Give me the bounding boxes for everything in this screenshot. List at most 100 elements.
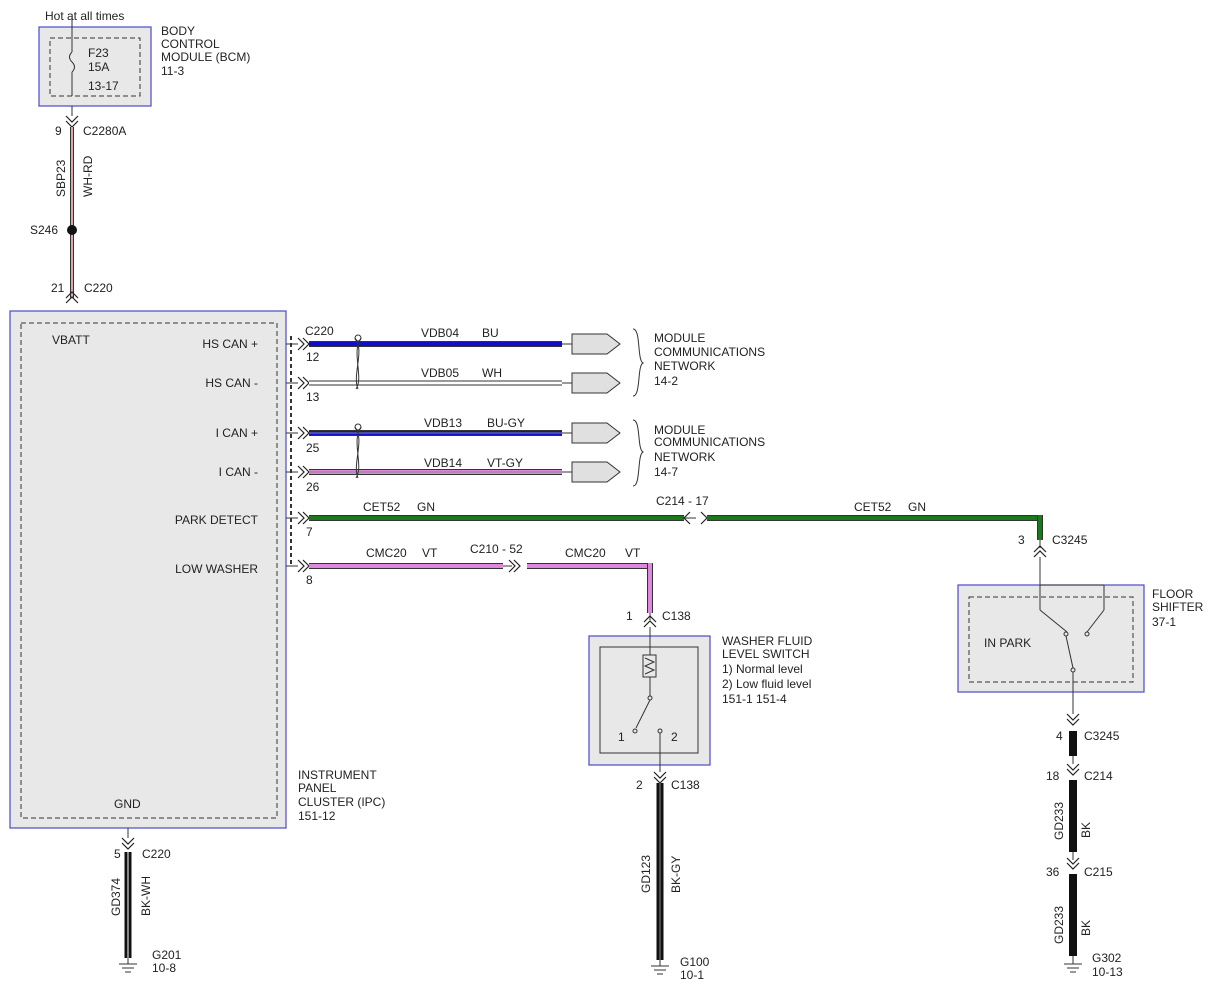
- ipc-gnd-connector: C220: [142, 847, 171, 861]
- switch-note-1: 1) Normal level: [722, 662, 803, 676]
- washer-inline-connector: C210 - 52: [470, 542, 523, 556]
- switch-in-pin: 1: [626, 609, 633, 623]
- bcm-inner: [49, 37, 141, 97]
- shifter-contact-icon: [1039, 609, 1068, 633]
- shifter-out-connector: C3245: [1084, 729, 1120, 743]
- park-wire-color: GN: [417, 500, 435, 514]
- pin-number: 7: [306, 525, 313, 539]
- connector-arrow-icon: [65, 115, 79, 123]
- can-wires: VDB04 BU VDB05 WH VDB13 BU-GY VDB14 VT-G…: [309, 326, 765, 487]
- can-wire-color: WH: [482, 366, 502, 380]
- ipc-c220-connector: C220 12 13 25 26 7 8: [286, 324, 334, 587]
- pin-number: 25: [306, 441, 320, 455]
- ground-ref: 10-13: [1092, 965, 1123, 979]
- can-wire-color: BU: [482, 326, 499, 340]
- ipc-top-pin: 21: [51, 281, 65, 295]
- bcm-title-3: MODULE (BCM): [161, 50, 250, 64]
- switch-gnd-color: BK-GY: [669, 856, 683, 893]
- twisted-pair-icon: [354, 337, 362, 390]
- ipc-title-1: INSTRUMENT: [298, 768, 377, 782]
- connector-arrow-icon: [297, 376, 305, 390]
- ground-id: G302: [1092, 951, 1122, 965]
- ipc-box: [9, 310, 287, 829]
- switch-ref: 151-1 151-4: [722, 692, 787, 706]
- shifter-out-pin: 4: [1056, 729, 1063, 743]
- pin-number: 12: [306, 350, 320, 364]
- network-ref: 14-2: [654, 374, 678, 388]
- shifter-in-connector: C3245: [1052, 533, 1088, 547]
- switch-pos-2: 2: [671, 730, 678, 744]
- ground-id: G100: [680, 955, 710, 969]
- switch-pos-1: 1: [618, 730, 625, 744]
- can-wire-circuit: VDB13: [424, 416, 462, 430]
- switch-in-connector: C138: [662, 609, 691, 623]
- splice-dot: [67, 225, 77, 235]
- ipc-inner: [20, 322, 278, 819]
- shifter-title-2: SHIFTER: [1152, 600, 1204, 614]
- bcm-title-1: BODY: [161, 24, 195, 38]
- fuse-rating: 15A: [88, 60, 109, 74]
- network-title: NETWORK: [654, 450, 715, 464]
- ipc-ground: 5 C220 GD374 BK-WH G201 10-8: [109, 828, 182, 975]
- pin-number: 26: [306, 480, 320, 494]
- ipc-gnd: GND: [114, 797, 141, 811]
- ipc-title-2: PANEL: [298, 781, 337, 795]
- splice-id: S246: [30, 223, 58, 237]
- power-label: Hot at all times: [45, 9, 124, 23]
- ground-icon: [651, 965, 669, 975]
- network-connector: [571, 461, 621, 483]
- shifter-c215-pin: 36: [1046, 865, 1060, 879]
- network-connector: [571, 422, 621, 444]
- washer-switch-inner: [599, 646, 699, 754]
- bcm-wire-circuit: SBP23: [54, 159, 68, 197]
- ipc-title-3: CLUSTER (IPC): [298, 795, 385, 809]
- fuse-ref: 13-17: [88, 79, 119, 93]
- ipc-pin-label: LOW WASHER: [175, 562, 258, 576]
- switch-out-pin: 2: [636, 778, 643, 792]
- connector-arrow-icon: [1066, 713, 1080, 721]
- washer-wire-color: VT: [625, 546, 641, 560]
- ground-ref: 10-8: [152, 961, 176, 975]
- ipc-vbatt: VBATT: [52, 333, 90, 347]
- ipc-pin-label: HS CAN -: [205, 376, 258, 390]
- bcm-pin: 9: [55, 124, 62, 138]
- network-ref: 14-7: [654, 465, 678, 479]
- shifter-c215-connector: C215: [1084, 865, 1113, 879]
- connector-arrow-icon: [297, 426, 305, 440]
- washer-wire-circuit: CMC20: [366, 546, 407, 560]
- ipc-gnd-pin: 5: [114, 847, 121, 861]
- switch-contact-icon: [635, 699, 651, 729]
- bcm-title-2: CONTROL: [161, 37, 220, 51]
- ipc-top-connector: C220: [84, 281, 113, 295]
- park-inline-connector: C214 - 17: [656, 494, 709, 508]
- ipc-pin-label: HS CAN +: [202, 337, 258, 351]
- shifter-c214-connector: C214: [1084, 769, 1113, 783]
- washer-wire-color: VT: [422, 546, 438, 560]
- connector-arrow-icon: [1033, 545, 1047, 553]
- connector-arrow-icon: [297, 337, 305, 351]
- twisted-pair-icon: [354, 426, 362, 479]
- brace-icon: [632, 419, 645, 487]
- bcm-title-4: 11-3: [161, 64, 184, 78]
- can-wire-circuit: VDB14: [424, 456, 462, 470]
- network-title: COMMUNICATIONS: [654, 435, 765, 449]
- low-washer-wire: CMC20 VT C210 - 52 CMC20 VT: [309, 542, 653, 613]
- shifter-state: IN PARK: [984, 636, 1031, 650]
- shifter-title-1: FLOOR: [1152, 587, 1194, 601]
- network-connector: [571, 372, 621, 394]
- network-title: MODULE: [654, 331, 705, 345]
- connector-arrow-icon: [65, 291, 79, 299]
- ground-icon: [119, 963, 137, 973]
- washer-wire-circuit: CMC20: [565, 546, 606, 560]
- network-title: MODULE: [654, 423, 705, 437]
- can-wire-color: VT-GY: [487, 456, 523, 470]
- network-title: NETWORK: [654, 359, 715, 373]
- can-wire-color: BU-GY: [487, 416, 525, 430]
- connector-arrow-icon: [1066, 763, 1080, 771]
- can-wire-circuit: VDB04: [421, 326, 459, 340]
- ipc-pin-label: PARK DETECT: [175, 513, 259, 527]
- connector-arrow-icon: [1066, 857, 1080, 865]
- can-wire-circuit: VDB05: [421, 366, 459, 380]
- shifter-wire-circuit: GD233: [1052, 802, 1066, 840]
